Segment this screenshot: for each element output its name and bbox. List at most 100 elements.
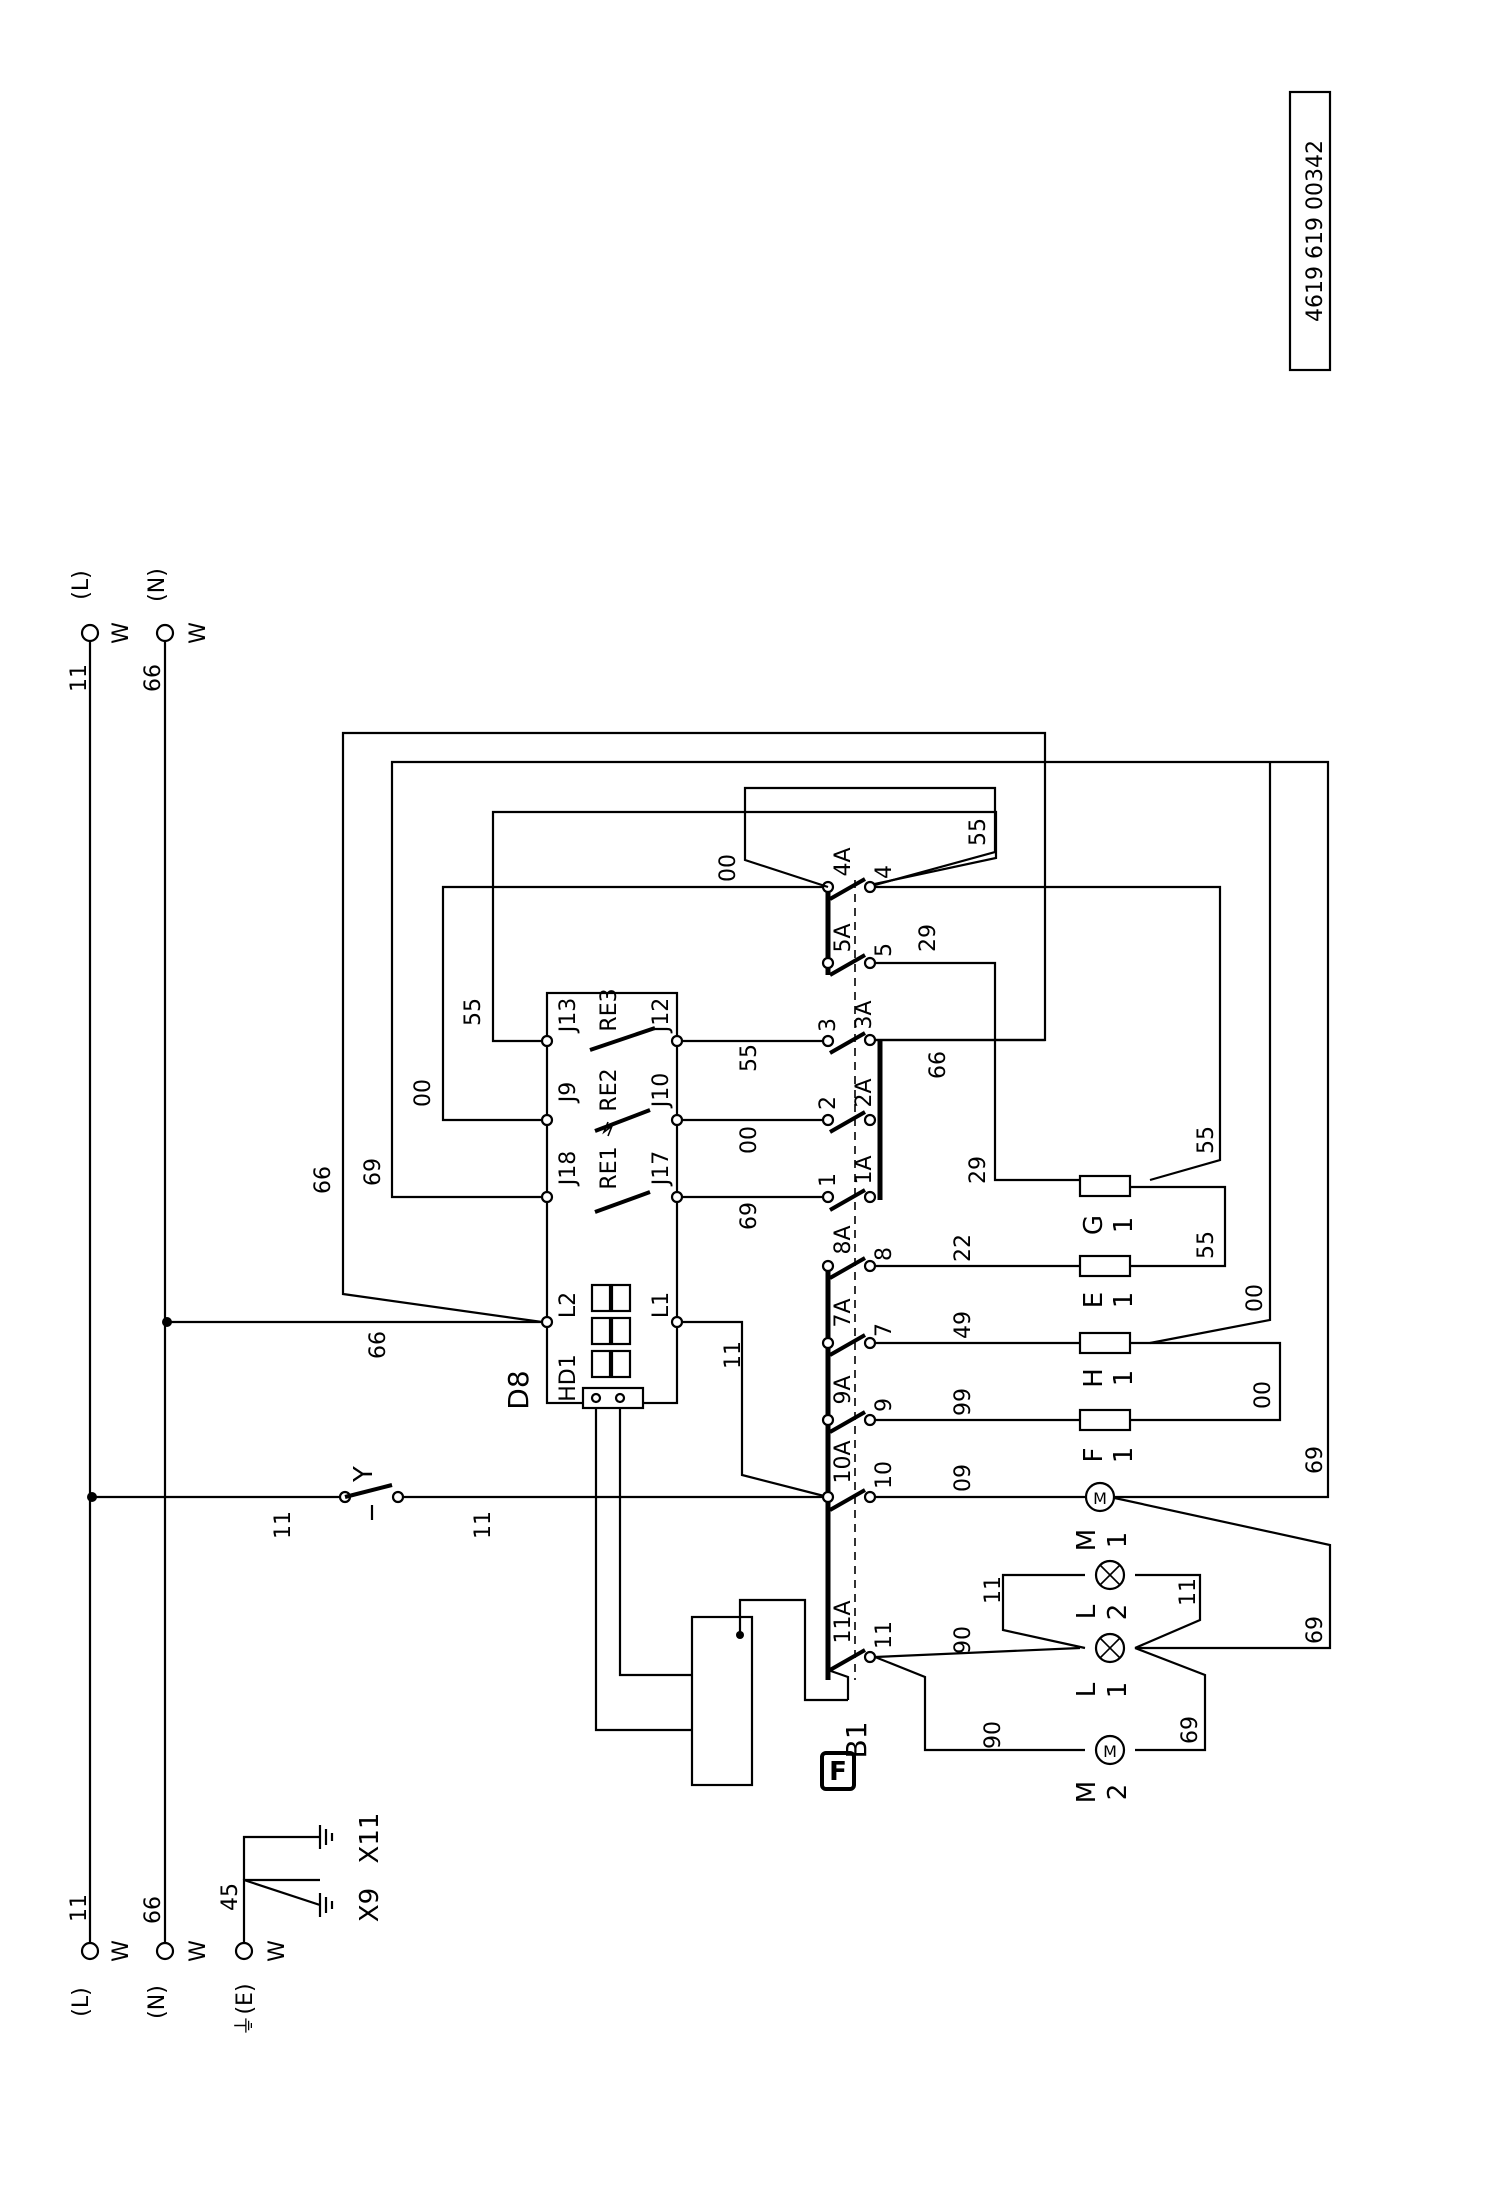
wire-11-l2a: 11 — [981, 1576, 1006, 1604]
wire-69-m2: 69 — [1178, 1716, 1203, 1744]
controller-d8 — [540, 991, 684, 1410]
load-e-num: 1 — [1109, 1292, 1139, 1309]
load-h-num: 1 — [1109, 1370, 1139, 1387]
contact-11: 11 — [872, 1621, 897, 1649]
relay-re3-contact — [589, 1026, 656, 1052]
pin-j18: J18 — [556, 1151, 581, 1187]
wire-69-l1: 69 — [1303, 1616, 1328, 1644]
motor-m2: M — [1094, 1734, 1126, 1766]
controller-l1: L1 — [649, 1292, 674, 1318]
wire-69-right: 69 — [1303, 1446, 1328, 1474]
earth-connections — [242, 1825, 334, 1943]
wire-00-j10: 00 — [737, 1126, 762, 1154]
pin-j9: J9 — [556, 1082, 581, 1105]
load-wiring — [743, 762, 1332, 1752]
motor-m1: M — [1084, 1481, 1116, 1513]
lamp-l2-num: 2 — [1103, 1604, 1133, 1621]
wire-11-bottom: 11 — [67, 1894, 92, 1922]
label-L-bottom: (L) — [69, 1987, 94, 2016]
contact-9: 9 — [872, 1398, 897, 1412]
controller-wiring — [167, 731, 1330, 1787]
label-L-top: (L) — [69, 570, 94, 599]
pin-j17: J17 — [649, 1151, 674, 1187]
contact-5: 5 — [872, 943, 897, 957]
motor-m1-num: 1 — [1103, 1532, 1133, 1549]
pin-j13: J13 — [556, 998, 581, 1034]
wire-11-l1: 11 — [721, 1341, 746, 1369]
terminal-L-bottom — [80, 1941, 100, 1961]
label-N-top: (N) — [145, 568, 170, 602]
contact-1: 1 — [816, 1173, 841, 1187]
wire-00-re2: 00 — [411, 1079, 436, 1107]
wire-55-e: 55 — [1194, 1231, 1219, 1259]
load-f — [1078, 1408, 1150, 1432]
wire-09: 09 — [951, 1464, 976, 1492]
load-g — [1078, 1174, 1150, 1198]
lamp-l1 — [1094, 1632, 1126, 1664]
contact-11a: 11A — [831, 1600, 856, 1643]
contact-2: 2 — [816, 1096, 841, 1110]
wire-55-j12: 55 — [737, 1044, 762, 1072]
contact-4a: 4A — [831, 847, 856, 876]
contact-8: 8 — [872, 1247, 897, 1261]
thermostat-label: Y — [349, 1466, 379, 1483]
terminal-N-bottom — [155, 1941, 175, 1961]
terminal-N-top — [155, 623, 175, 643]
wire-00-4a: 00 — [716, 854, 741, 882]
motor-m2-num: 2 — [1103, 1784, 1133, 1801]
load-g-num: 1 — [1109, 1217, 1139, 1234]
contact-7: 7 — [872, 1323, 897, 1337]
controller-hd1: HD1 — [556, 1354, 581, 1401]
relay-re3: RE3 — [597, 988, 622, 1031]
contact-3: 3 — [816, 1018, 841, 1032]
earth-x9: X9 — [355, 1888, 385, 1922]
relay-re2: RE2 — [597, 1068, 622, 1111]
lamp-l2 — [1094, 1559, 1126, 1591]
pin-j10: J10 — [649, 1073, 674, 1109]
wire-66-3a: 66 — [926, 1051, 951, 1079]
wire-55-4: 55 — [966, 818, 991, 846]
wire-66-top: 66 — [141, 664, 166, 692]
contact-9a: 9A — [831, 1375, 856, 1404]
relay-re1: RE1 — [597, 1146, 622, 1189]
wire-66-bottom: 66 — [141, 1896, 166, 1924]
switch-name: B1 — [840, 1721, 873, 1758]
lamp-l1-num: 1 — [1103, 1682, 1133, 1699]
earth-x11: X11 — [355, 1813, 385, 1864]
drawing-number-box: 4619 619 00342 — [1288, 90, 1332, 372]
contact-8a: 8A — [831, 1225, 856, 1254]
wire-00-h: 00 — [1243, 1284, 1268, 1312]
contact-2a: 2A — [852, 1078, 877, 1107]
terminal-L-top — [80, 623, 100, 643]
switch-badge: F — [829, 1757, 847, 1787]
wire-45: 45 — [218, 1883, 243, 1911]
wire-55-re3: 55 — [461, 998, 486, 1026]
load-h — [1078, 1331, 1150, 1355]
thermostat-y — [92, 1483, 828, 1520]
controller-name: D8 — [502, 1370, 535, 1409]
contact-10: 10 — [872, 1461, 897, 1489]
relay-re2-contact — [594, 1108, 651, 1133]
label-W-N-top: W — [186, 622, 211, 644]
drawing-number: 4619 619 00342 — [1303, 140, 1328, 322]
label-W-L-bottom: W — [109, 1940, 134, 1962]
motor-m1-label: M — [1072, 1529, 1102, 1551]
wire-29-g: 29 — [966, 1156, 991, 1184]
load-f-num: 1 — [1109, 1447, 1139, 1464]
label-W-E-bottom: W — [265, 1940, 290, 1962]
wire-11-b: 11 — [471, 1511, 496, 1539]
sensor-block — [690, 1615, 754, 1787]
wire-66-l2: 66 — [366, 1331, 391, 1359]
pin-j12: J12 — [649, 998, 674, 1034]
wire-29-5: 29 — [916, 924, 941, 952]
wire-90-b: 90 — [981, 1721, 1006, 1749]
wire-69-left: 69 — [361, 1158, 386, 1186]
contact-10a: 10A — [831, 1440, 856, 1483]
contact-4: 4 — [872, 865, 897, 879]
wire-55-g: 55 — [1194, 1126, 1219, 1154]
terminal-E — [234, 1941, 254, 1961]
wire-69-j17: 69 — [737, 1202, 762, 1230]
svg-text:M: M — [1093, 1489, 1107, 1508]
load-e-label: E — [1079, 1292, 1109, 1308]
wire-11-l2b: 11 — [1176, 1578, 1201, 1606]
